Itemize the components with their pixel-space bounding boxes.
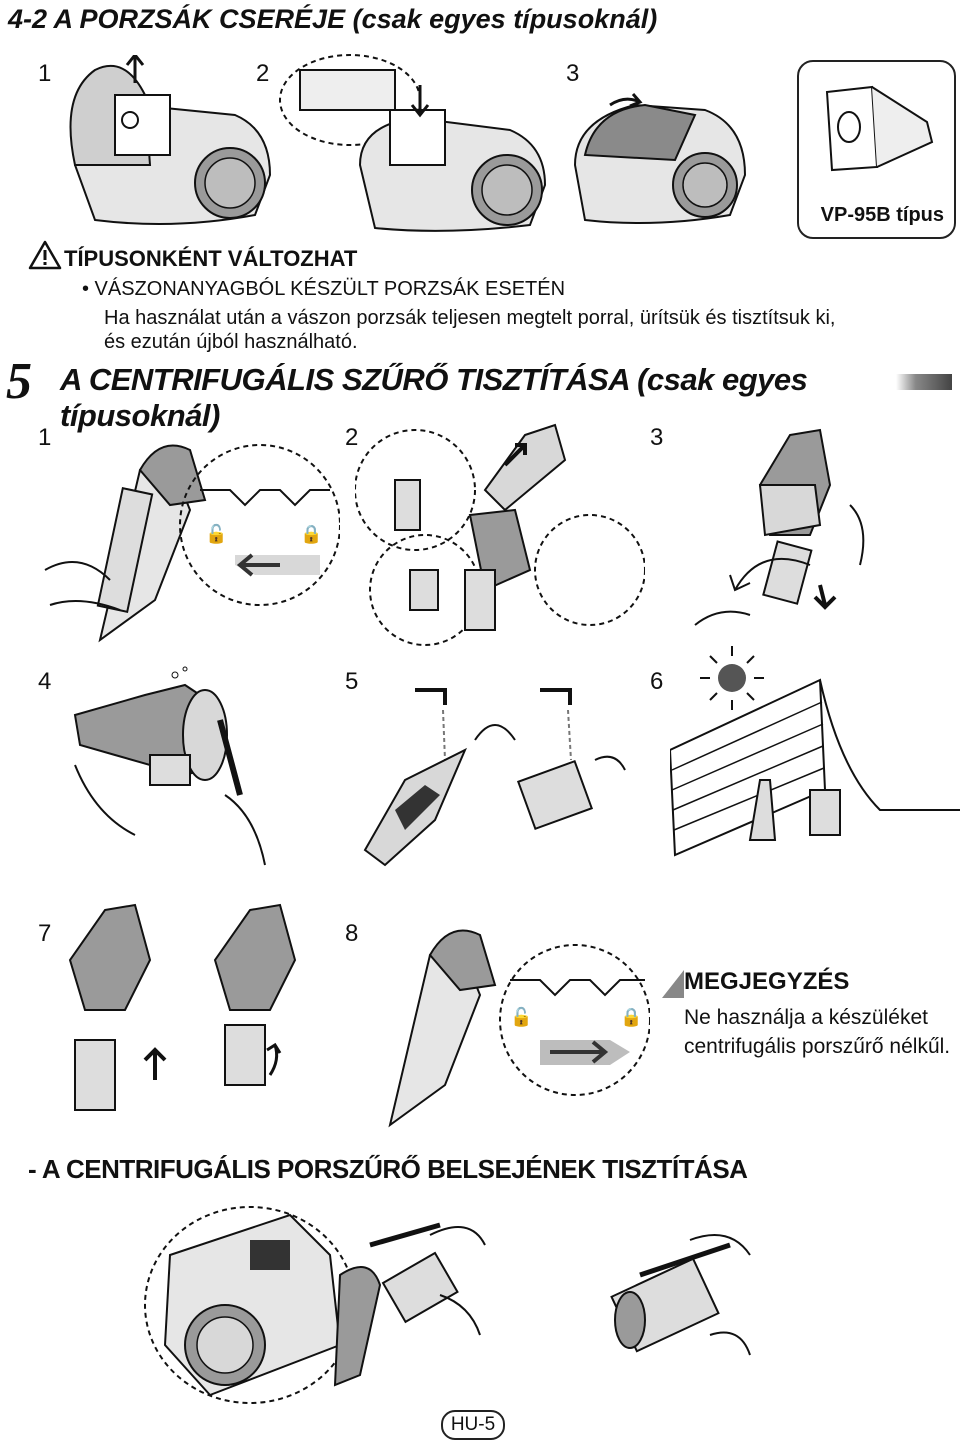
section-4-2-title: 4-2 A PORZSÁK CSERÉJE (csak egyes típuso… bbox=[8, 4, 658, 34]
svg-text:🔓: 🔓 bbox=[205, 523, 227, 545]
arrow-rotate-icon bbox=[266, 1042, 282, 1076]
arrow-right-icon bbox=[550, 1040, 609, 1064]
title-gradient-bar bbox=[896, 374, 952, 390]
warning-line-1: Ha használat után a vászon porzsák telje… bbox=[104, 307, 836, 329]
note-text: Ne használja a készüléket centrifugális … bbox=[684, 1003, 950, 1061]
warning-title: TÍPUSONKÉNT VÁLTOZHAT bbox=[64, 246, 358, 271]
svg-text:🔒: 🔒 bbox=[620, 1007, 642, 1028]
note-marker-icon bbox=[662, 970, 684, 998]
step2-detach-filter-illustration bbox=[355, 423, 645, 646]
step7-reattach-filter-illustration bbox=[68, 903, 297, 1111]
step-5-number-7: 7 bbox=[38, 920, 52, 947]
step-5-number-4: 4 bbox=[38, 668, 52, 695]
section-5-title: A CENTRIFUGÁLIS SZŰRŐ TISZTÍTÁSA (csak e… bbox=[60, 362, 808, 433]
note-line-2: centrifugális porszűrő nélkűl. bbox=[684, 1035, 951, 1058]
step-number-3: 3 bbox=[566, 60, 580, 87]
step-5-number-2: 2 bbox=[345, 424, 359, 451]
warning-triangle-icon bbox=[28, 240, 62, 270]
step-5-number-8: 8 bbox=[345, 920, 359, 947]
faucet-icon bbox=[540, 688, 572, 705]
brush-filter-illustration bbox=[610, 1234, 751, 1356]
step-5-number-5: 5 bbox=[345, 668, 359, 695]
note-title: MEGJEGYZÉS bbox=[684, 968, 850, 995]
step5-wash-filter-illustration bbox=[363, 688, 626, 867]
faucet-icon bbox=[415, 688, 447, 705]
model-label: VP-95B típus bbox=[820, 204, 944, 226]
arrow-left-icon bbox=[236, 553, 280, 577]
arrow-down-icon bbox=[410, 85, 430, 118]
step1-unlock-illustration: 🔓 🔒 bbox=[44, 444, 340, 643]
inner-filter-cleaning-illustration bbox=[144, 1206, 486, 1404]
step-5-number-6: 6 bbox=[650, 668, 664, 695]
sun-icon bbox=[718, 664, 746, 692]
vacuum-closed-lid-illustration bbox=[573, 93, 747, 225]
warning-line-2: és ezután újból használható. bbox=[104, 331, 358, 353]
vacuum-open-lid-illustration bbox=[69, 55, 272, 225]
arrow-up-icon bbox=[125, 55, 145, 83]
model-box-vp95b: VP-95B típus bbox=[797, 60, 956, 239]
note-line-1: Ne használja a készüléket bbox=[684, 1006, 928, 1029]
svg-text:🔒: 🔒 bbox=[300, 524, 322, 545]
arrow-down-icon bbox=[813, 584, 837, 610]
arrow-up-icon bbox=[143, 1047, 167, 1080]
step-number-2: 2 bbox=[256, 60, 270, 87]
step4-empty-dust-illustration bbox=[73, 666, 266, 866]
step-number-1: 1 bbox=[38, 60, 52, 87]
step-5-number-1: 1 bbox=[38, 424, 52, 451]
svg-text:🔓: 🔓 bbox=[510, 1006, 532, 1028]
arrow-up-right-icon bbox=[503, 443, 527, 467]
arrow-rotate-icon bbox=[609, 93, 643, 108]
section-5-number: 5 bbox=[6, 353, 32, 410]
warning-text: Ha használat után a vászon porzsák telje… bbox=[104, 306, 835, 354]
step8-lock-filter-illustration: 🔓 🔒 bbox=[388, 929, 650, 1128]
warning-bullet: • VÁSZONANYAGBÓL KÉSZÜLT PORZSÁK ESETÉN bbox=[82, 278, 566, 300]
cloth-bag-icon bbox=[825, 85, 934, 172]
vacuum-insert-bag-illustration bbox=[279, 54, 547, 232]
step3-twist-filter-illustration bbox=[694, 428, 865, 626]
subsection-title: - A CENTRIFUGÁLIS PORSZŰRŐ BELSEJÉNEK TI… bbox=[28, 1154, 748, 1184]
step-5-number-3: 3 bbox=[650, 424, 664, 451]
page-number: HU-5 bbox=[441, 1410, 505, 1440]
step6-dry-in-shade-illustration bbox=[670, 646, 960, 857]
